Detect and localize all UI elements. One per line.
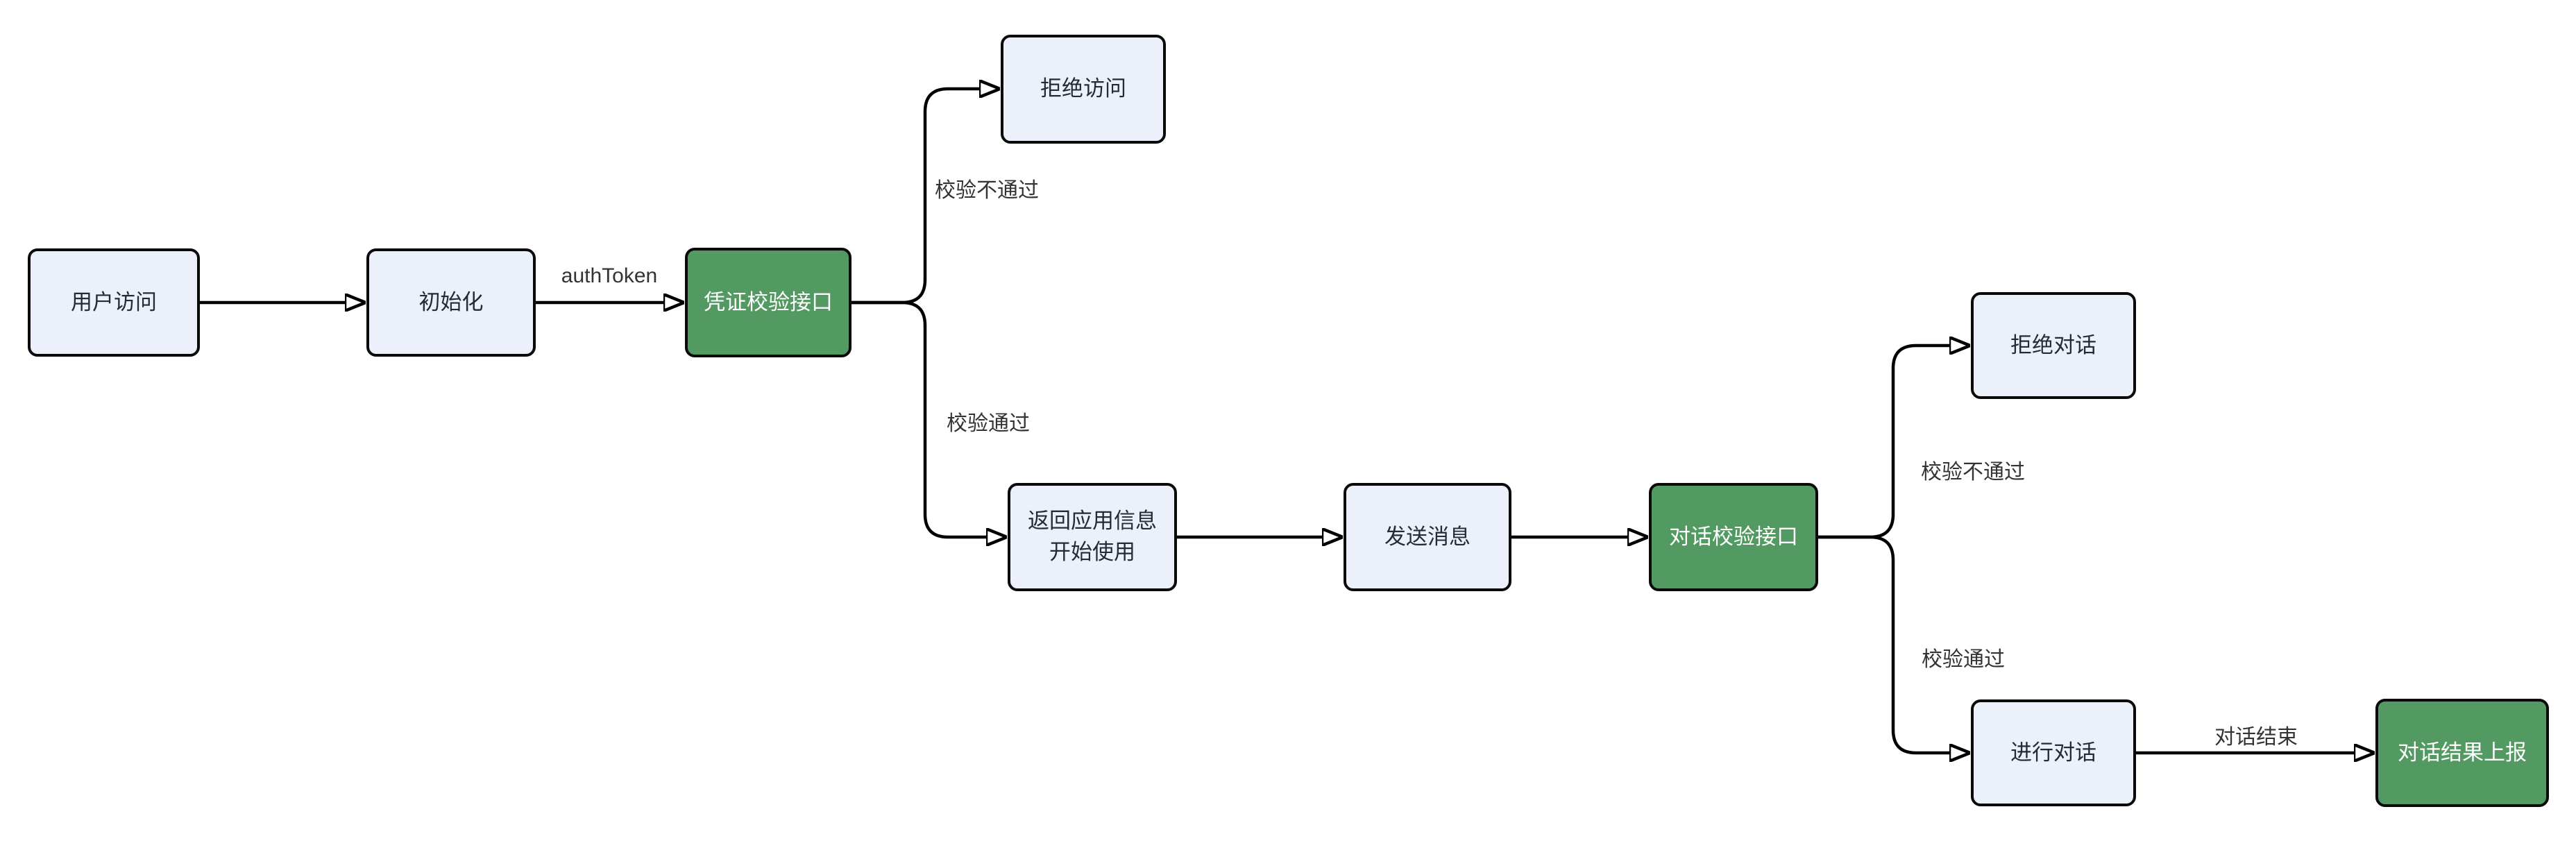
edge-label-authtoken: authToken	[561, 264, 658, 287]
edge-dialog-check-deny-dialog	[1818, 346, 1950, 539]
node-send-message: 发送消息	[1344, 483, 1511, 591]
edge-label-check-fail-left: 校验不通过	[935, 179, 1039, 202]
edge-credential-check-return-app-info	[851, 300, 987, 537]
node-report-dialog-result: 对话结果上报	[2375, 699, 2549, 807]
edge-label-check-fail-right: 校验不通过	[1921, 461, 2025, 484]
edge-credential-check-deny-access	[851, 89, 980, 305]
node-user-visit: 用户访问	[28, 248, 200, 357]
node-credential-check-api: 凭证校验接口	[685, 248, 851, 357]
edge-label-check-pass-right: 校验通过	[1922, 648, 2005, 671]
node-dialog-check-api: 对话校验接口	[1649, 483, 1818, 591]
node-return-app-info: 返回应用信息 开始使用	[1008, 483, 1177, 591]
edge-label-dialog-end: 对话结束	[2214, 726, 2298, 749]
node-do-dialog: 进行对话	[1971, 699, 2136, 806]
node-deny-access: 拒绝访问	[1001, 35, 1166, 144]
edge-label-check-pass-left: 校验通过	[947, 412, 1030, 435]
node-deny-dialog: 拒绝对话	[1971, 292, 2136, 399]
node-initialize: 初始化	[366, 248, 536, 357]
edge-dialog-check-do-dialog	[1818, 535, 1950, 753]
